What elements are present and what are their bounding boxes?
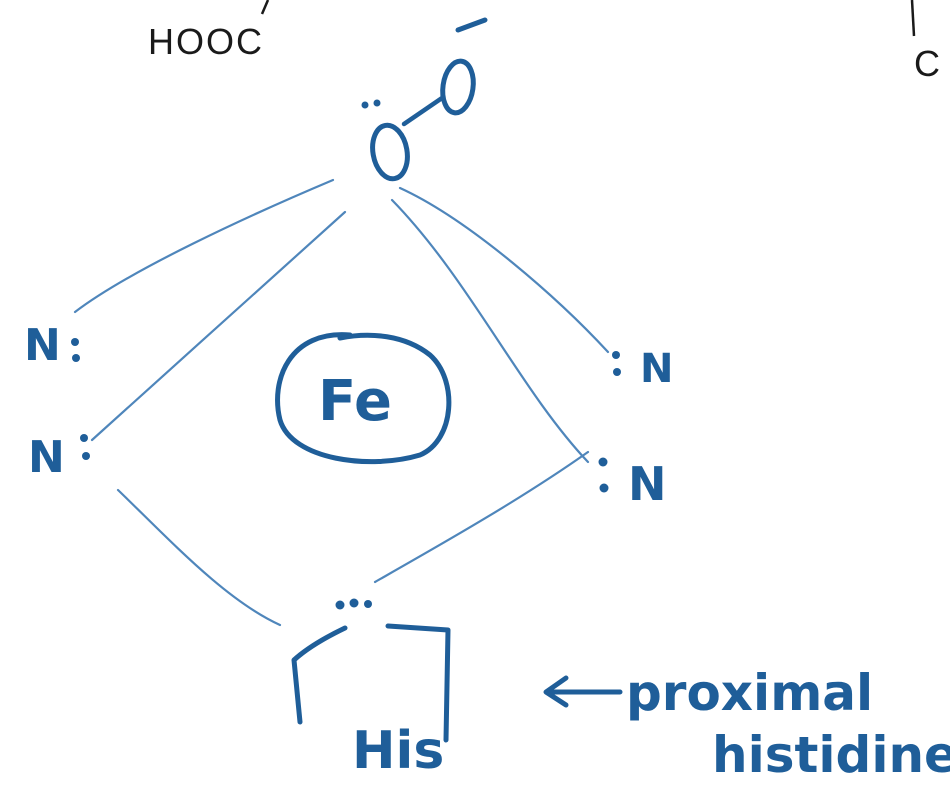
lone-pair-dot [613,368,621,376]
histidine-ring-left [291,625,348,725]
iron-center: Fe [275,332,452,465]
annotation-line-2: histidine [712,726,950,784]
bond-o-to-n-right-bottom [390,198,590,464]
bond-o-to-n-left-top [73,178,335,314]
lone-pair-dot [599,483,609,493]
lone-pair-dot [80,434,88,442]
lone-pair-dot [361,101,369,109]
right-bond-stroke [910,0,916,37]
lone-pair-dot [598,457,608,467]
nitrogen-right-bottom: N [628,457,667,511]
histidine-label: His [352,721,444,781]
lone-pair-dot [612,351,620,359]
bond-o-to-n-left-bottom [90,210,347,442]
carboxyl-left-label: HOOC [148,21,264,62]
nitrogen-left-bottom: N [28,432,65,483]
oxygen-molecule [361,17,488,182]
carboxyl-bond-stroke [260,0,270,15]
lone-pair-dot [82,452,90,460]
oxygen-oxygen-bond [401,95,445,127]
lone-pair-dot [72,354,80,362]
bond-n-right-to-his [373,450,590,584]
iron-circle [275,332,452,465]
annotation-line-1: proximal [626,664,873,722]
nitrogen-left-top: N [24,320,61,371]
coordination-lines [73,178,610,627]
lone-pair-dot [364,600,372,608]
bond-n-left-to-his [116,488,282,627]
proximal-histidine-annotation: proximal histidine [543,664,950,784]
iron-label: Fe [318,369,392,434]
bound-oxygen-atom [370,122,410,182]
lone-pair-dot [349,598,359,608]
lone-pair-dot [71,338,79,346]
histidine-ring-right [385,623,451,743]
distal-oxygen-atom [440,58,476,116]
lone-pair-dot [373,99,381,107]
arrow-left-icon [543,675,623,708]
nitrogen-right-top: N [640,346,673,392]
porphyrin-nitrogens: N N N N [24,320,673,511]
lone-pair-dot [335,600,345,610]
histidine-group: His [291,598,451,781]
bond-o-to-n-right-top [398,186,610,354]
carboxyl-right-partial-label: C [914,43,942,84]
negative-charge-mark [455,17,488,33]
